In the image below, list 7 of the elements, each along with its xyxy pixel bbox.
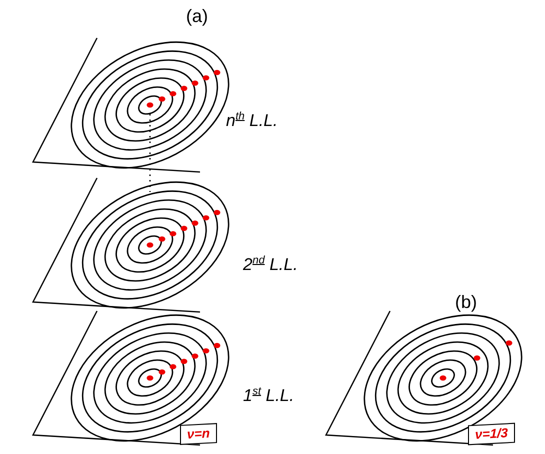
- filling-factor-box: ν=n: [180, 423, 217, 445]
- level-label: 1$^{st}$ L.L.: [243, 385, 294, 406]
- panel-label: (a): [186, 6, 208, 27]
- level-label: 2$^{nd}$ L.L.: [243, 254, 298, 275]
- filling-factor-box: ν=1/3: [468, 422, 515, 446]
- panel-label: (b): [455, 292, 477, 313]
- level-label: n$^{th}$ L.L.: [226, 110, 278, 131]
